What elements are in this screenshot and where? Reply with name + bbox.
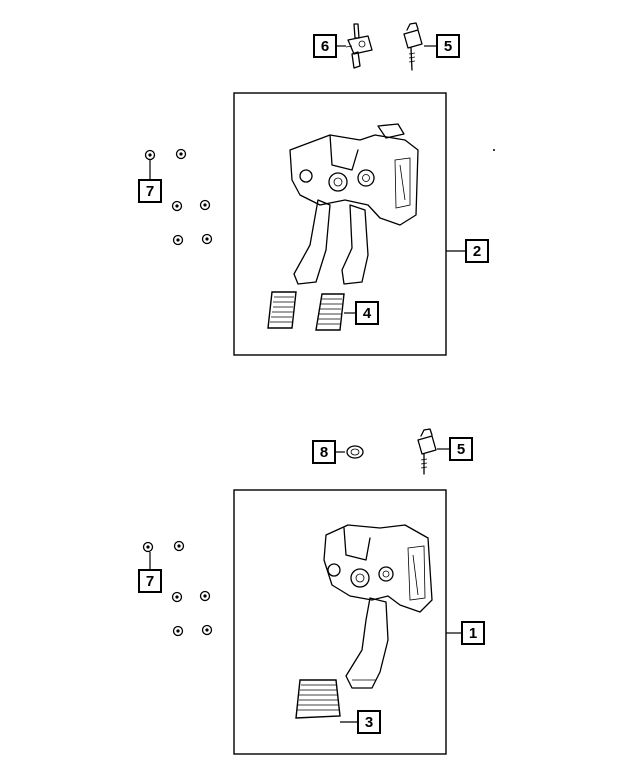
washer-part-icon <box>346 445 364 459</box>
pedal-bracket-upper-icon <box>289 123 419 285</box>
callout-7-lower[interactable]: 7 <box>138 569 162 593</box>
lower-assembly-frame <box>233 489 447 755</box>
callout-3-label: 3 <box>365 714 373 731</box>
brake-switch-part-icon <box>345 23 373 69</box>
nut-group-lower <box>142 540 213 637</box>
nut-group-top <box>144 148 213 246</box>
callout-6[interactable]: 6 <box>313 34 337 58</box>
callout-8-label: 8 <box>320 444 328 461</box>
callout-7-top-label: 7 <box>146 183 154 200</box>
callout-7-lower-label: 7 <box>146 573 154 590</box>
switch-part-lower-icon <box>417 428 437 475</box>
callout-2[interactable]: 2 <box>465 239 489 263</box>
pedal-bracket-lower-icon <box>323 524 433 689</box>
callout-4-label: 4 <box>363 305 372 322</box>
callout-8[interactable]: 8 <box>312 440 336 464</box>
callout-7-top[interactable]: 7 <box>138 179 162 203</box>
callout-4[interactable]: 4 <box>355 301 379 325</box>
callout-2-label: 2 <box>473 243 481 260</box>
upper-assembly-frame <box>233 92 447 356</box>
pedal-pad-lower-icon <box>295 679 341 719</box>
callout-5-top[interactable]: 5 <box>436 34 460 58</box>
clutch-switch-part-icon <box>403 22 423 71</box>
stray-mark <box>493 149 495 151</box>
callout-6-label: 6 <box>321 38 329 55</box>
pedal-pads-upper-icon <box>267 291 345 331</box>
callout-3[interactable]: 3 <box>357 710 381 734</box>
callout-5-lower-label: 5 <box>457 441 465 458</box>
callout-1-label: 1 <box>469 625 477 642</box>
callout-1[interactable]: 1 <box>461 621 485 645</box>
callout-5-lower[interactable]: 5 <box>449 437 473 461</box>
callout-5-top-label: 5 <box>444 38 452 55</box>
